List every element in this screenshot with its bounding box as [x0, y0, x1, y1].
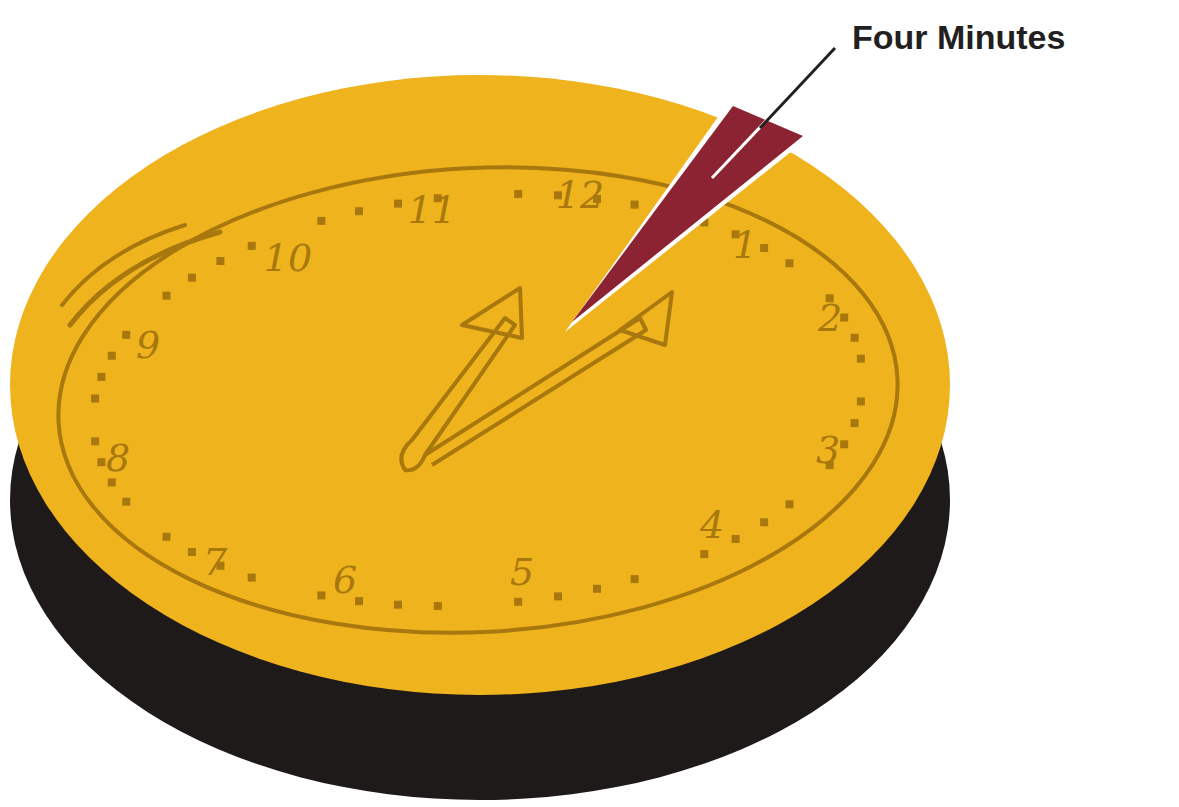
tick-mark — [188, 548, 196, 556]
tick-mark — [216, 257, 224, 265]
tick-mark — [394, 200, 402, 208]
tick-mark — [786, 500, 794, 508]
coin-face — [10, 75, 950, 695]
clock-number: 5 — [510, 553, 534, 591]
clock-number: 8 — [106, 439, 130, 477]
clock-number: 4 — [700, 506, 724, 544]
tick-mark — [840, 440, 848, 448]
tick-mark — [434, 602, 442, 610]
tick-mark — [514, 190, 522, 198]
tick-mark — [108, 352, 116, 360]
tick-mark — [760, 244, 768, 252]
tick-mark — [851, 334, 859, 342]
clock-hands — [401, 288, 672, 470]
clock-ring — [46, 146, 909, 653]
callout-label: Four Minutes — [852, 20, 1065, 54]
leader-line — [712, 48, 835, 178]
tick-mark — [248, 574, 256, 582]
tick-mark — [760, 518, 768, 526]
clock-number: 1 — [733, 226, 757, 264]
tick-mark — [554, 592, 562, 600]
leader-line — [760, 48, 835, 128]
tick-mark — [91, 395, 99, 403]
clock-number: 6 — [333, 561, 357, 599]
clock-number: 2 — [818, 299, 842, 337]
tick-mark — [732, 535, 740, 543]
tick-mark — [851, 419, 859, 427]
tick-mark — [108, 478, 116, 486]
tick-mark — [631, 575, 639, 583]
tick-mark — [317, 591, 325, 599]
clock-number: 9 — [136, 326, 160, 364]
tick-mark — [163, 292, 171, 300]
tick-mark — [514, 598, 522, 606]
tick-mark — [700, 550, 708, 558]
clock-number: 12 — [556, 176, 604, 214]
clock-number: 7 — [203, 543, 227, 581]
tick-mark — [188, 274, 196, 282]
tick-mark — [786, 259, 794, 267]
shine-stroke — [62, 225, 185, 305]
shine-stroke — [70, 232, 220, 325]
tick-mark — [91, 437, 99, 445]
wedge-outline — [565, 100, 812, 332]
tick-mark — [857, 355, 865, 363]
tick-mark — [317, 217, 325, 225]
tick-mark — [355, 207, 363, 215]
clock-number: 3 — [816, 431, 840, 469]
tick-mark — [631, 201, 639, 209]
clock-number: 11 — [408, 191, 456, 229]
four-minute-wedge — [572, 106, 803, 322]
tick-mark — [122, 498, 130, 506]
tick-mark — [97, 373, 105, 381]
tick-mark — [593, 585, 601, 593]
tick-mark — [857, 398, 865, 406]
clock-number: 10 — [264, 239, 312, 277]
tick-mark — [97, 458, 105, 466]
tick-mark — [394, 601, 402, 609]
minute-ticks — [91, 190, 865, 610]
tick-mark — [248, 242, 256, 250]
tick-mark — [163, 533, 171, 541]
tick-mark — [122, 331, 130, 339]
